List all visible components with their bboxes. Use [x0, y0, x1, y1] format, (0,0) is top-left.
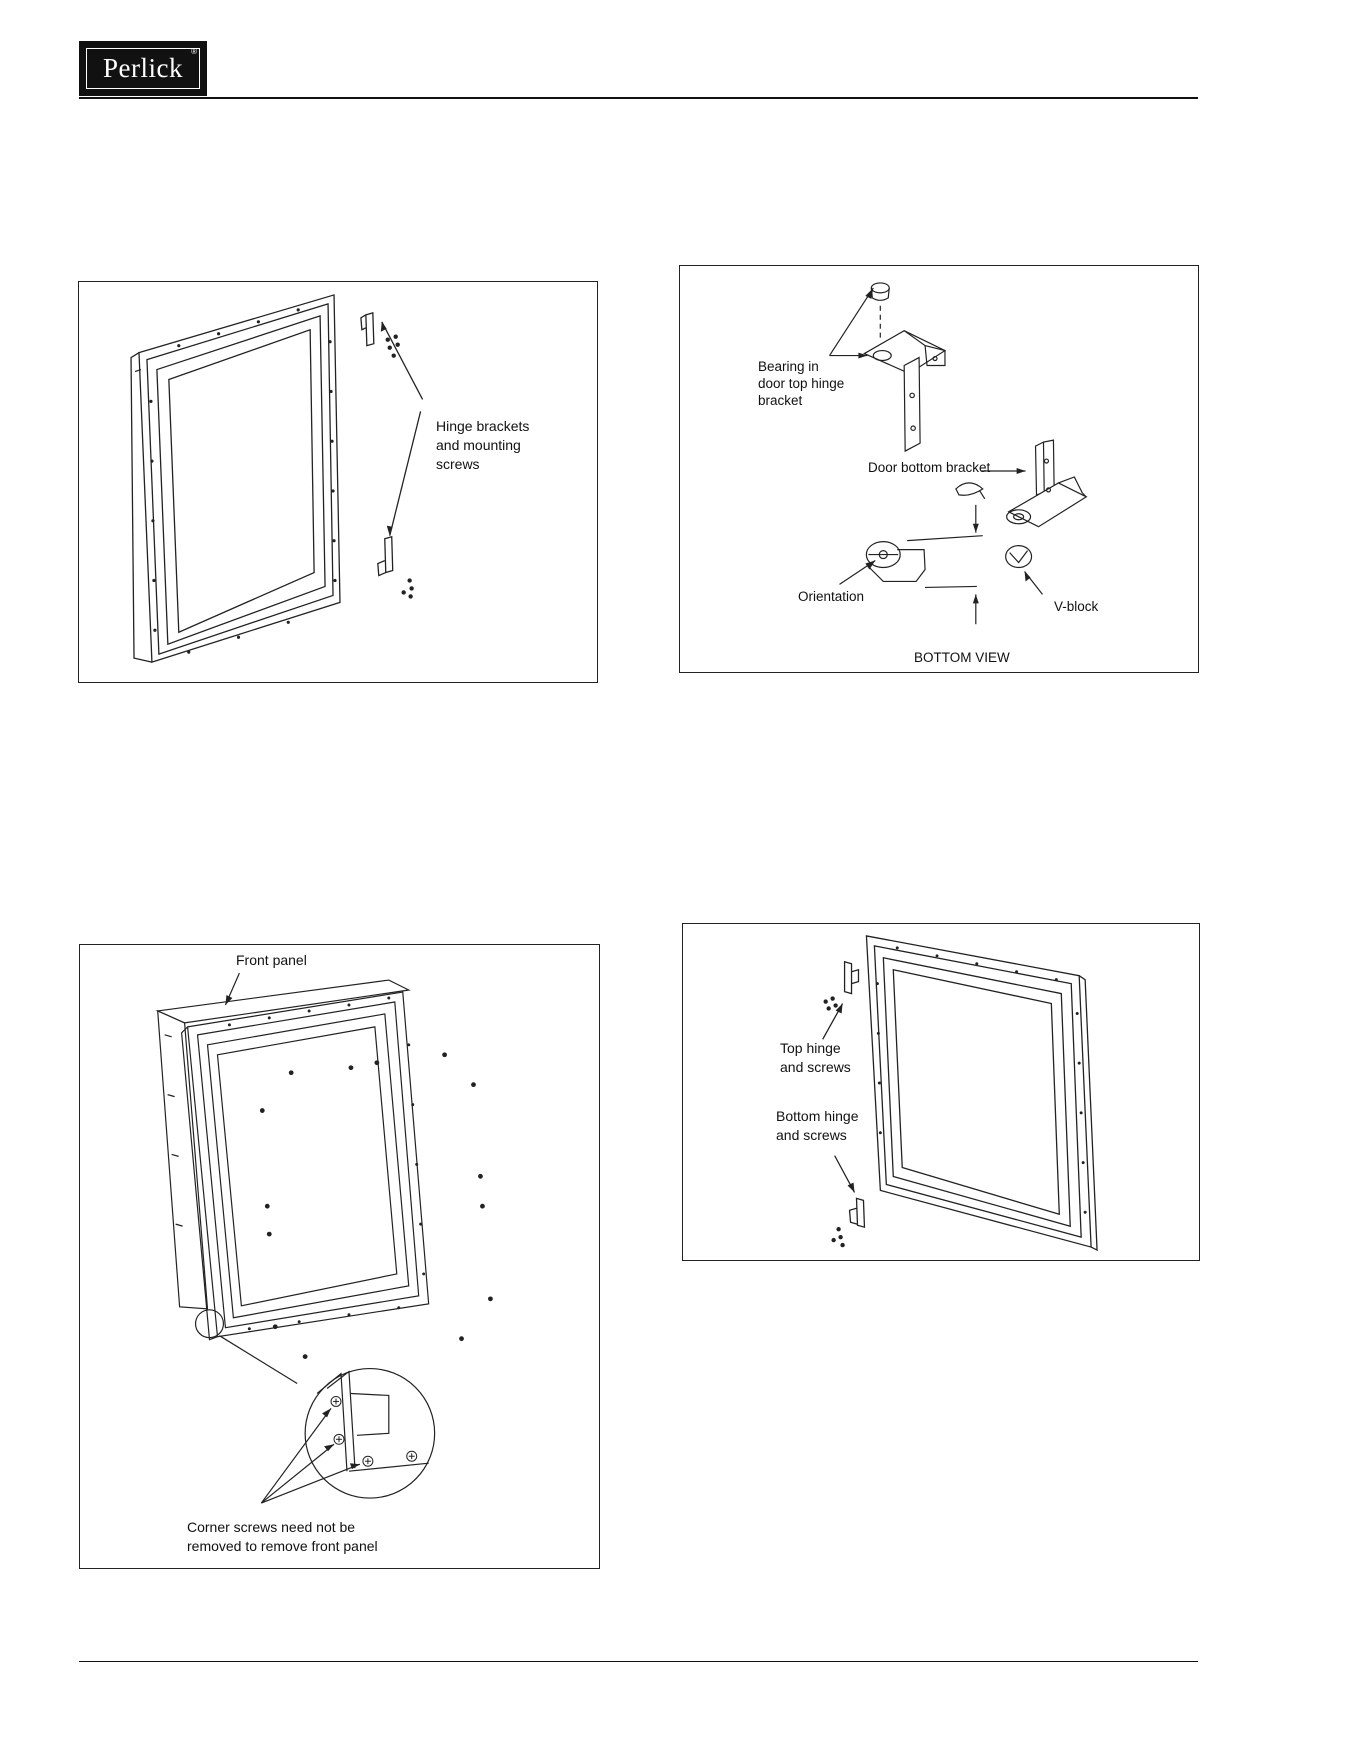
top-hinge-label: Top hinge and screws [780, 1039, 851, 1077]
figure-bearing-bottom-view: Bearing in door top hinge bracket Door b… [679, 265, 1199, 673]
front-panel-label: Front panel [236, 951, 307, 970]
orientation-label: Orientation [798, 588, 864, 605]
corner-screws-label: Corner screws need not be removed to rem… [187, 1518, 378, 1556]
reversed-door-illustration [683, 924, 1199, 1260]
bearing-label: Bearing in door top hinge bracket [758, 358, 844, 409]
logo-frame: Perlick ® [86, 48, 200, 89]
hinge-brackets-label: Hinge brackets and mounting screws [436, 417, 529, 474]
bottom-hinge-label: Bottom hinge and screws [776, 1107, 859, 1145]
figure-hinge-brackets: Hinge brackets and mounting screws [78, 281, 598, 683]
registered-mark: ® [191, 47, 197, 56]
bottom-view-label: BOTTOM VIEW [914, 649, 1010, 666]
header-rule [79, 97, 1198, 99]
brand-logo: Perlick ® [79, 41, 207, 96]
front-panel-illustration [80, 945, 599, 1568]
door-bottom-bracket-label: Door bottom bracket [868, 459, 990, 476]
logo-text: Perlick [103, 53, 183, 84]
v-block-label: V-block [1054, 598, 1098, 615]
figure-front-panel: Front panel Corner screws need not be re… [79, 944, 600, 1569]
door-hinge-illustration [79, 282, 597, 682]
figure-reversed-hinges: Top hinge and screws Bottom hinge and sc… [682, 923, 1200, 1261]
footer-rule [79, 1661, 1198, 1662]
